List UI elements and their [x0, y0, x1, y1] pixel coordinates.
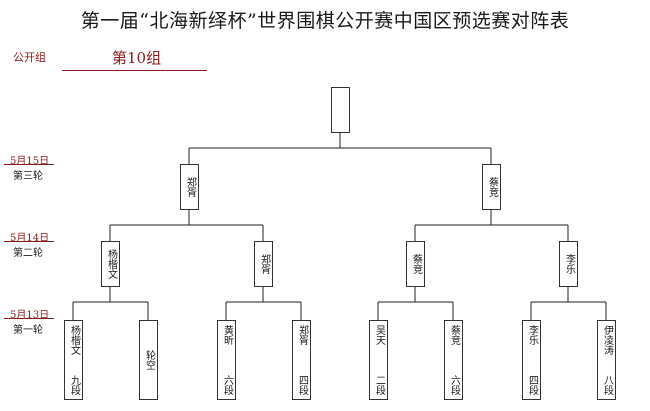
round2-label: 第二轮	[13, 248, 43, 259]
round1-player: 黄昕	[221, 325, 233, 345]
round1-rank: 九段	[68, 375, 80, 395]
round1-player: 李乐	[526, 325, 538, 345]
round1-date-line	[4, 318, 54, 319]
round3-date-line	[4, 164, 54, 165]
round2-box-4: 李乐	[559, 241, 578, 287]
round1-box-1: 杨楷文 九段	[64, 320, 83, 400]
round1-player: 郑胥	[296, 325, 308, 345]
round1-box-3: 黄昕 六段	[217, 320, 236, 400]
round1-player: 轮空	[143, 350, 155, 370]
round1-player: 蔡竞	[448, 325, 460, 345]
round3-box-left: 郑胥	[180, 164, 199, 210]
round1-rank: 八段	[601, 375, 613, 395]
round1-player: 伊凌涛	[601, 325, 613, 355]
round2-date: 5月14日	[10, 233, 50, 244]
group-underline	[62, 70, 207, 71]
round1-label: 第一轮	[13, 325, 43, 336]
round1-player: 杨楷文	[68, 325, 80, 355]
round2-player: 杨楷文	[105, 249, 117, 279]
round1-box-8: 伊凌涛 八段	[597, 320, 616, 400]
round2-player: 郑胥	[258, 254, 270, 274]
round1-player: 吴天	[373, 325, 385, 345]
round2-player: 蔡竞	[410, 254, 422, 274]
round3-label: 第三轮	[13, 171, 43, 182]
round2-box-1: 杨楷文	[101, 241, 120, 287]
round3-box-right: 蔡竞	[482, 164, 501, 210]
round3-date: 5月15日	[10, 156, 50, 167]
round1-box-6: 蔡竞 六段	[444, 320, 463, 400]
page-title: 第一届“北海新绎杯”世界围棋公开赛中国区预选赛对阵表	[80, 10, 570, 32]
round1-rank: 四段	[296, 375, 308, 395]
round2-box-3: 蔡竞	[406, 241, 425, 287]
group-label: 公开组	[13, 51, 46, 64]
group-name: 第10组	[112, 49, 162, 67]
round2-box-2: 郑胥	[254, 241, 273, 287]
round1-box-7: 李乐 四段	[522, 320, 541, 400]
round3-player: 蔡竞	[486, 177, 498, 197]
round1-rank: 六段	[221, 375, 233, 395]
round1-rank: 二段	[373, 375, 385, 395]
round1-rank: 四段	[526, 375, 538, 395]
round2-player: 李乐	[563, 254, 575, 274]
round3-player: 郑胥	[184, 177, 196, 197]
round1-rank: 六段	[448, 375, 460, 395]
round1-box-5: 吴天 二段	[369, 320, 388, 400]
round1-box-2: 轮空	[139, 320, 158, 400]
champion-box	[331, 87, 350, 133]
round2-date-line	[4, 241, 54, 242]
round1-date: 5月13日	[10, 310, 50, 321]
round1-box-4: 郑胥 四段	[292, 320, 311, 400]
